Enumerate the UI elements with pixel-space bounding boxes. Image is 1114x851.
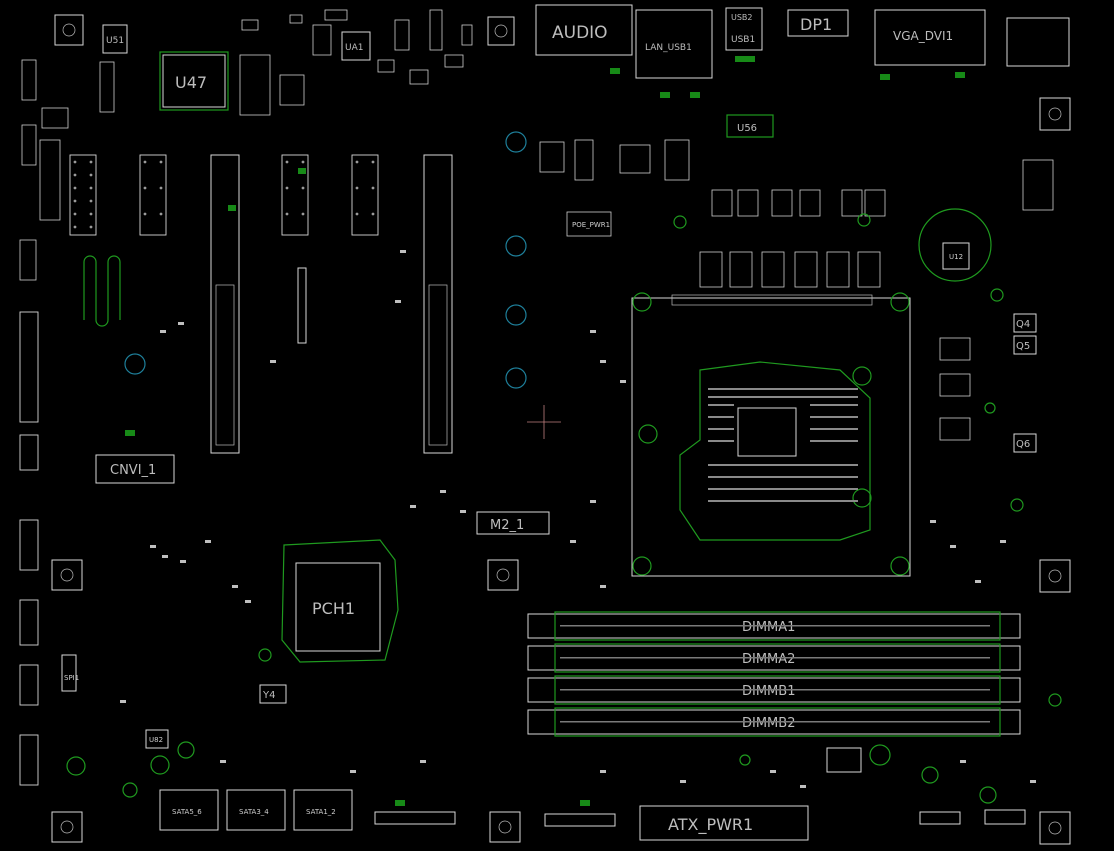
mounting-hole-top-right xyxy=(1039,97,1071,131)
chip-u12: U12 xyxy=(918,208,992,282)
usb-connector: USB2 USB1 xyxy=(725,7,763,51)
u47-label: U47 xyxy=(175,73,207,92)
sata-3-4-connector: SATA3_4 xyxy=(226,789,286,831)
chip-ua1: UA1 xyxy=(341,31,371,61)
dimma1-label: DIMMA1 xyxy=(742,620,795,635)
u56-label: U56 xyxy=(737,123,757,134)
sata-5-6-connector: SATA5_6 xyxy=(159,789,219,831)
dimm-slot-b2: DIMMB2 xyxy=(527,707,1021,737)
y4-label: Y4 xyxy=(262,690,275,701)
chip-u82: U82 xyxy=(145,729,169,749)
mounting-hole-top-left xyxy=(54,14,84,46)
spi-label: SPI1 xyxy=(64,674,79,682)
ua1-label: UA1 xyxy=(345,43,363,53)
transistor-q6: Q6 xyxy=(1013,433,1037,453)
sata-1-2-connector: SATA1_2 xyxy=(293,789,353,831)
atx-power-connector: ATX_PWR1 xyxy=(639,805,809,841)
audio-label: AUDIO xyxy=(552,23,608,43)
dimmb2-label: DIMMB2 xyxy=(742,716,795,731)
atx-label: ATX_PWR1 xyxy=(668,815,753,835)
sata56-label: SATA5_6 xyxy=(172,808,202,816)
dp-connector: DP1 xyxy=(787,9,849,37)
u12-label: U12 xyxy=(949,253,963,261)
dimm-slot-a1: DIMMA1 xyxy=(527,611,1021,641)
chip-u51: U51 xyxy=(102,24,128,54)
sata12-label: SATA1_2 xyxy=(306,808,336,816)
pch-label: PCH1 xyxy=(312,599,355,618)
sata34-label: SATA3_4 xyxy=(239,808,269,816)
cnvi-label: CNVI_1 xyxy=(110,463,156,478)
lan-usb-connector: LAN_USB1 xyxy=(635,9,713,79)
u82-label: U82 xyxy=(149,736,163,744)
cnvi-connector: CNVI_1 xyxy=(95,454,175,484)
origin-crosshair xyxy=(527,405,561,439)
transistor-q4: Q4 xyxy=(1013,313,1037,333)
dimm-slot-a2: DIMMA2 xyxy=(527,643,1021,673)
usb-label: USB2 xyxy=(731,13,753,22)
chip-u47: U47 xyxy=(159,51,229,111)
dimmb1-label: DIMMB1 xyxy=(742,684,795,699)
pcie-slot-right xyxy=(423,154,453,454)
usb1-label: USB1 xyxy=(731,35,755,45)
cpu-socket xyxy=(631,292,911,577)
audio-connector: AUDIO xyxy=(535,4,633,56)
dimm-slot-b1: DIMMB1 xyxy=(527,675,1021,705)
crystal-y4: Y4 xyxy=(259,684,287,704)
dp1-label: DP1 xyxy=(800,15,832,34)
vga-dvi-connector: VGA_DVI1 xyxy=(874,9,986,66)
chip-pch: PCH1 xyxy=(281,539,399,663)
chip-u56: U56 xyxy=(726,114,774,138)
q6-label: Q6 xyxy=(1016,439,1030,450)
lan-label: LAN_USB1 xyxy=(645,43,692,53)
poe-label: POE_PWR1 xyxy=(572,221,610,229)
spi-header: SPI1 xyxy=(61,654,79,692)
dimma2-label: DIMMA2 xyxy=(742,652,795,667)
vga-dvi-label: VGA_DVI1 xyxy=(893,29,953,43)
q4-label: Q4 xyxy=(1016,319,1030,330)
q5-label: Q5 xyxy=(1016,341,1030,352)
pcie-slot-left xyxy=(210,154,240,454)
mounting-hole-top xyxy=(487,16,515,46)
m2-label: M2_1 xyxy=(490,518,524,533)
u51-label: U51 xyxy=(106,36,124,46)
transistor-q5: Q5 xyxy=(1013,335,1037,355)
m2-connector: M2_1 xyxy=(476,511,550,535)
